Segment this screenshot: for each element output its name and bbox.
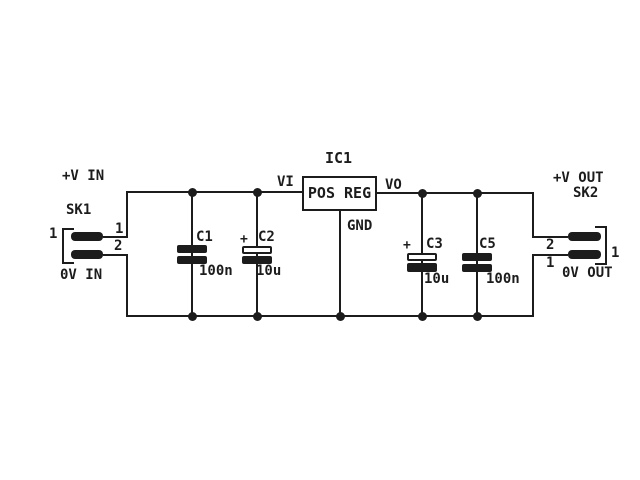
c5-plate-bottom xyxy=(462,264,492,272)
ic1-pin-gnd-label: GND xyxy=(347,218,373,234)
top-rail-left-wire xyxy=(126,191,304,193)
c3-polarity-plus: + xyxy=(403,238,411,253)
sk1-bracket-top-stub xyxy=(62,228,74,230)
sk1-pin1-number: 1 xyxy=(115,221,124,237)
sk2-bracket xyxy=(605,226,607,265)
c3-plate-bottom xyxy=(407,263,437,272)
junction-dot xyxy=(473,189,482,198)
c2-branch-wire xyxy=(256,192,258,316)
v-out-label: +V OUT xyxy=(553,170,604,186)
junction-dot xyxy=(418,189,427,198)
sk1-outer-pin-label: 1 xyxy=(49,226,58,242)
sk1-bracket xyxy=(62,228,64,264)
sk2-pin1-number: 1 xyxy=(546,255,555,271)
sk2-pin2-drop-wire xyxy=(532,192,534,238)
sk1-pin1-bar xyxy=(71,232,103,241)
sk2-pin2-number: 2 xyxy=(546,237,555,253)
c3-value-label: 10u xyxy=(424,271,450,287)
zero-v-out-label: 0V OUT xyxy=(562,265,613,281)
sk2-bracket-top-stub xyxy=(595,226,607,228)
sk1-pin2-wire xyxy=(103,254,128,256)
junction-dot xyxy=(253,312,262,321)
c2-polarity-plus: + xyxy=(240,232,248,247)
c3-ref-label: C3 xyxy=(426,236,443,252)
c1-plate-bottom xyxy=(177,256,207,264)
sk1-name-label: SK1 xyxy=(66,202,92,218)
bottom-rail-wire xyxy=(126,315,534,317)
gnd-wire xyxy=(339,210,341,316)
junction-dot xyxy=(188,188,197,197)
c3-plate-top xyxy=(407,253,437,261)
junction-dot xyxy=(253,188,262,197)
junction-dot xyxy=(418,312,427,321)
sk2-name-label: SK2 xyxy=(573,185,599,201)
c1-plate-top xyxy=(177,245,207,253)
top-rail-right-wire xyxy=(376,192,534,194)
sk1-bracket-bottom-stub xyxy=(62,262,74,264)
ic1-pin-vi-label: VI xyxy=(277,174,294,190)
c1-value-label: 100n xyxy=(199,263,233,279)
zero-v-in-label: 0V IN xyxy=(60,267,103,283)
c5-value-label: 100n xyxy=(486,271,520,287)
sk2-pin2-wire xyxy=(534,236,568,238)
ic1-function-label: POS REG xyxy=(307,184,372,202)
sk1-pin1-wire xyxy=(103,236,128,238)
ic1-box: POS REG xyxy=(302,176,377,211)
sk2-bracket-bottom-stub xyxy=(595,263,607,265)
sk1-pin2-bar xyxy=(71,250,103,259)
ic1-pin-vo-label: VO xyxy=(385,177,402,193)
ic1-ref-label: IC1 xyxy=(325,149,353,167)
junction-dot xyxy=(336,312,345,321)
c2-plate-bottom xyxy=(242,256,272,264)
sk2-pin1-bar xyxy=(568,250,601,259)
c5-plate-top xyxy=(462,253,492,261)
junction-dot xyxy=(188,312,197,321)
c2-value-label: 10u xyxy=(256,263,282,279)
c5-ref-label: C5 xyxy=(479,236,496,252)
sk1-pin2-number: 2 xyxy=(114,238,123,254)
c1-ref-label: C1 xyxy=(196,229,213,245)
c2-ref-label: C2 xyxy=(258,229,275,245)
sk2-outer-pin-label: 1 xyxy=(611,245,620,261)
v-in-label: +V IN xyxy=(62,168,105,184)
c2-plate-top xyxy=(242,246,272,254)
c1-branch-wire xyxy=(191,192,193,316)
sk2-pin1-drop-wire xyxy=(532,254,534,317)
sk2-pin1-wire xyxy=(534,254,568,256)
sk2-pin2-bar xyxy=(568,232,601,241)
sk1-pin2-drop-wire xyxy=(126,254,128,317)
junction-dot xyxy=(473,312,482,321)
sk1-pin1-riser-wire xyxy=(126,191,128,238)
